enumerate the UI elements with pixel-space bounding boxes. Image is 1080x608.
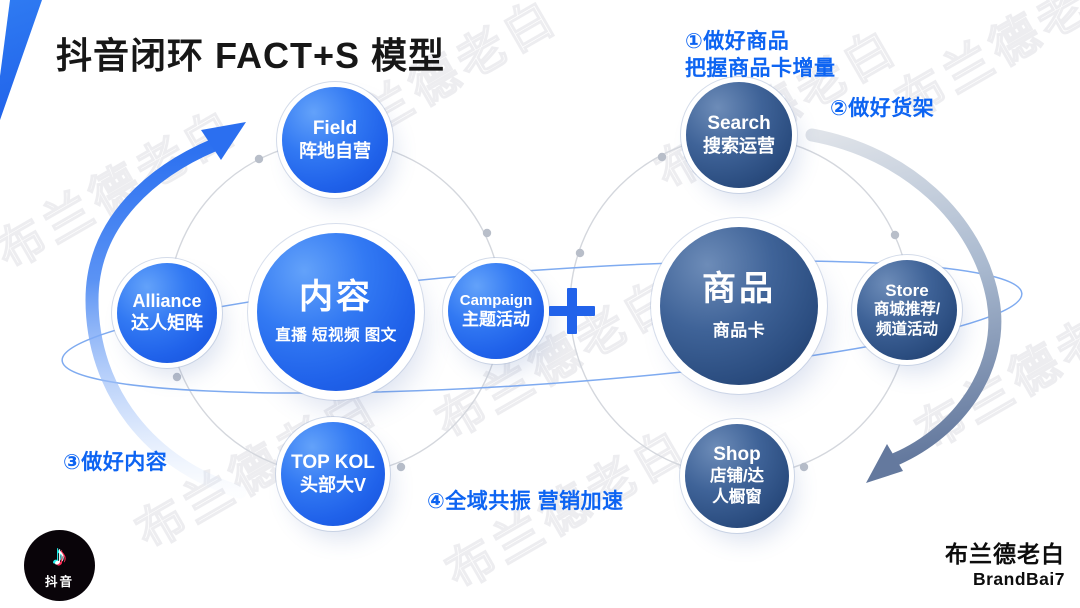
bubble-alliance-zh: 达人矩阵 [131, 313, 203, 334]
brandbai-logo: 布兰德老白 BrandBai7 [945, 540, 1065, 590]
bubble-content-sub: 直播 短视频 图文 [275, 327, 397, 345]
bubble-goods-sub: 商品卡 [712, 320, 766, 340]
cycle-arrow-right [805, 128, 1002, 466]
bubble-campaign-en: Campaign [459, 291, 533, 309]
step-2-annotation: ②做好货架 [830, 97, 935, 120]
step-1-line2: 把握商品卡增量 [685, 57, 836, 80]
bubble-alliance-en: Alliance [132, 291, 202, 312]
plus-icon-bar [567, 288, 577, 334]
bubble-topkol-en: TOP KOL [291, 451, 375, 473]
bubble-alliance: Alliance 达人矩阵 [117, 263, 217, 363]
bubble-field: Field 阵地自营 [282, 87, 388, 193]
bubble-shop: Shop 店铺/达 人橱窗 [685, 424, 789, 528]
plus-icon [548, 287, 596, 335]
bubble-store-zh2: 频道活动 [875, 320, 938, 338]
bubble-shop-zh2: 人橱窗 [712, 487, 762, 506]
bubble-goods-main: 商品 [702, 270, 776, 309]
step-1-annotation: ①做好商品 把握商品卡增量 [685, 28, 836, 82]
bubble-search: Search 搜索运营 [686, 82, 792, 188]
bubble-search-en: Search [707, 112, 771, 134]
douyin-logo-label: 抖音 [44, 574, 74, 589]
bubble-shop-zh1: 店铺/达 [709, 467, 765, 486]
step-1-line1: ①做好商品 [685, 30, 790, 53]
bubble-store: Store 商城推荐/ 频道活动 [857, 260, 957, 360]
cycle-arrow-left [85, 138, 247, 499]
cycle-arrow-right-head [866, 444, 903, 483]
bubble-content: 内容 直播 短视频 图文 [257, 233, 415, 391]
step-3-annotation: ③做好内容 [63, 451, 168, 474]
page-title: 抖音闭环 FACT+S 模型 [56, 35, 446, 76]
cycle-arrow-left-head [201, 122, 246, 160]
orbit-dots [172, 152, 900, 472]
bubble-store-zh1: 商城推荐/ [873, 301, 941, 319]
bubble-topkol-zh: 头部大V [299, 474, 366, 495]
step-4-annotation: ④全域共振 营销加速 [427, 490, 624, 513]
bubble-field-zh: 阵地自营 [299, 140, 371, 161]
bubble-shop-en: Shop [713, 444, 761, 466]
loop-ellipse [61, 260, 1023, 394]
douyin-logo: ♪ 抖音 [24, 530, 95, 601]
bubble-store-en: Store [885, 280, 929, 300]
bubble-campaign: Campaign 主题活动 [448, 263, 544, 359]
bubble-topkol: TOP KOL 头部大V [281, 422, 385, 526]
bubble-goods: 商品 商品卡 [660, 227, 818, 385]
bubble-search-zh: 搜索运营 [703, 135, 775, 156]
douyin-note-icon: ♪ [52, 539, 67, 571]
bubble-content-main: 内容 [299, 277, 373, 316]
bubble-field-en: Field [312, 117, 358, 139]
brandbai-logo-en: BrandBai7 [972, 568, 1065, 589]
bubble-campaign-zh: 主题活动 [462, 310, 530, 329]
brandbai-logo-zh: 布兰德老白 [945, 541, 1065, 567]
